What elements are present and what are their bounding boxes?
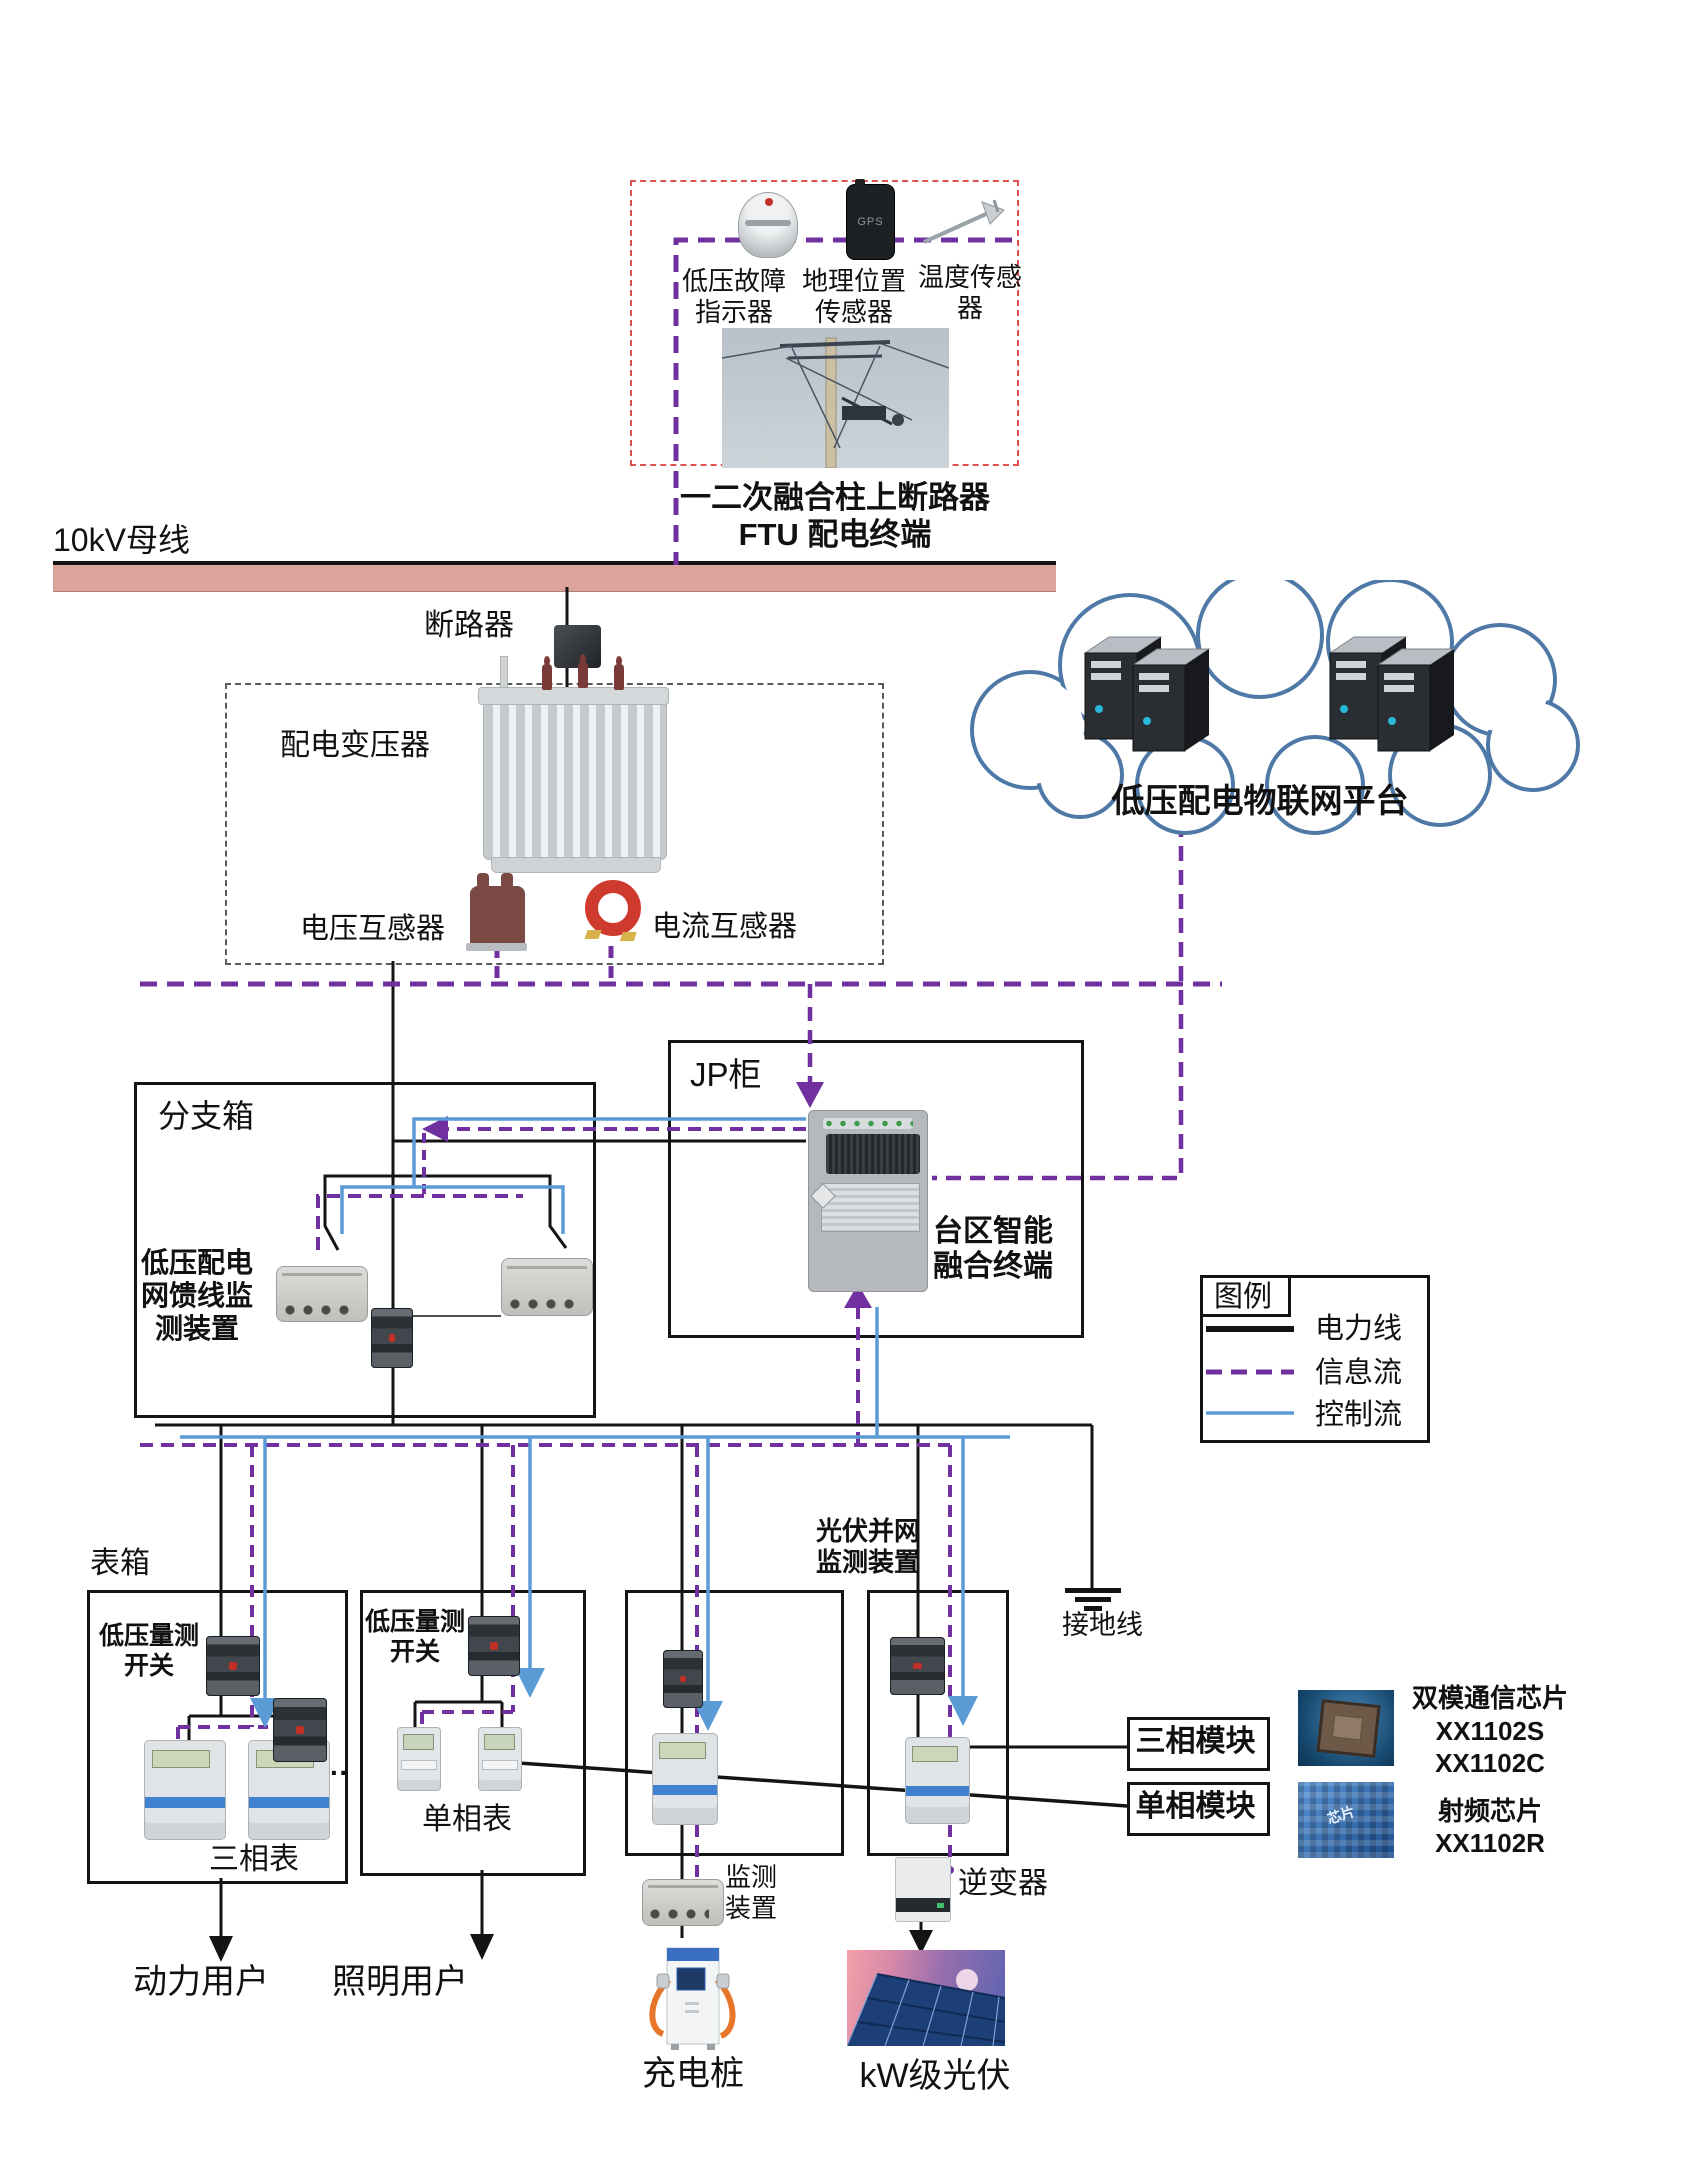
legend-control-label: 控制流 — [1315, 1399, 1403, 1431]
three-phase-meter-icon — [144, 1740, 226, 1840]
cloud-platform-label: 低压配电物联网平台 — [1111, 782, 1409, 819]
branch-breaker-icon — [371, 1308, 413, 1368]
temperature-sensor-icon — [923, 199, 1005, 244]
charger-monitor-icon — [642, 1879, 724, 1926]
inverter-label: 逆变器 — [958, 1867, 1048, 1900]
dual-mode-chip-icon — [1298, 1690, 1394, 1766]
legend-title-divider-v — [1288, 1275, 1291, 1317]
current-transformer-icon — [585, 880, 641, 936]
lv-switch-icon — [468, 1616, 520, 1676]
server-icon — [1328, 636, 1456, 752]
control-arrowheads — [250, 1668, 978, 1731]
lv-switch-icon — [663, 1650, 703, 1708]
inverter-icon — [895, 1857, 951, 1922]
transformer-bushing-icon — [578, 654, 588, 688]
module-single-phase-frame — [1127, 1782, 1270, 1836]
power-arrowheads — [209, 1930, 933, 1962]
ground-label: 接地线 — [1062, 1610, 1143, 1640]
fusion-terminal-label: 台区智能 融合终端 — [933, 1215, 1053, 1284]
bus-label: 10kV母线 — [53, 522, 190, 558]
gps-sensor-icon: GPS — [846, 179, 895, 260]
fault-indicator-icon — [738, 192, 798, 258]
transformer-bushing-icon — [542, 656, 552, 690]
control-lines — [180, 1117, 1294, 1705]
sensor-gps-label: 地理位置 传感器 — [801, 266, 906, 327]
legend-title: 图例 — [1214, 1281, 1273, 1313]
power-lines — [155, 587, 1128, 1950]
power-user-label: 动力用户 — [133, 1963, 269, 2001]
meter-box2-frame — [360, 1590, 586, 1876]
transformer-pipe-icon — [500, 656, 508, 688]
iot-cloud — [970, 580, 1580, 835]
module-three-phase-frame — [1127, 1717, 1270, 1771]
legend-frame — [1200, 1275, 1430, 1443]
terminal-led-strip — [823, 1118, 913, 1129]
feeder-monitor-label: 低压配电 网馈线监 测装置 — [140, 1247, 253, 1345]
info-arrowheads — [422, 1082, 954, 1874]
lv-switch-icon — [890, 1637, 945, 1695]
pv-label: kW级光伏 — [859, 2057, 1011, 2095]
meter-dots: ·· — [330, 1757, 349, 1788]
pt-label: 电压互感器 — [300, 913, 446, 945]
sensor-fault-label: 低压故障 指示器 — [681, 266, 786, 327]
legend-power-label: 电力线 — [1315, 1313, 1403, 1345]
pole-breaker-photo — [721, 328, 950, 469]
meter-box4-frame — [867, 1590, 1009, 1856]
single-phase-meter-icon — [397, 1727, 441, 1791]
dual-chip-model-c: XX1102C — [1435, 1748, 1545, 1778]
lv-switch-icon — [273, 1698, 327, 1762]
three-phase-meter-label: 三相表 — [209, 1843, 299, 1876]
jp-cabinet-label: JP柜 — [690, 1056, 762, 1093]
branch-box-frame — [134, 1082, 596, 1418]
ground-symbol-icon — [1064, 1588, 1122, 1614]
pv-monitor-label: 光伏并网 监测装置 — [815, 1516, 920, 1577]
meter-box-label: 表箱 — [90, 1547, 150, 1580]
lv-switch-label: 低压量测 开关 — [364, 1608, 465, 1666]
feeder-monitor-icon — [276, 1266, 368, 1322]
meter-box1-frame — [87, 1590, 348, 1884]
ftu-title: 一二次融合柱上断路器 FTU 配电终端 — [680, 480, 990, 552]
single-phase-meter-icon — [478, 1727, 522, 1791]
pv-photo — [846, 1950, 1006, 2047]
rf-chip-text: 芯片 — [1325, 1802, 1357, 1827]
three-phase-meter-icon — [905, 1737, 970, 1824]
server-icon — [1083, 636, 1211, 752]
module-single-phase-label: 单相模块 — [1135, 1790, 1256, 1823]
terminal-panel — [820, 1183, 920, 1232]
legend-title-divider-h — [1200, 1314, 1290, 1317]
charger-label: 充电桩 — [642, 2055, 744, 2093]
lv-switch-icon — [206, 1636, 260, 1696]
transformer-label: 配电变压器 — [280, 729, 430, 762]
rf-chip-model: XX1102R — [1435, 1828, 1545, 1858]
voltage-transformer-icon — [466, 873, 527, 951]
transformer-bushing-icon — [614, 656, 624, 690]
legend-info-label: 信息流 — [1315, 1357, 1403, 1389]
lv-switch-label: 低压量测 开关 — [98, 1622, 199, 1680]
bus-10kv-bar — [53, 561, 1056, 592]
single-phase-meter-label: 单相表 — [422, 1803, 512, 1836]
gps-sensor-text: GPS — [857, 216, 884, 228]
distribution-transformer-icon — [478, 687, 670, 873]
transformer-dashed-box — [225, 683, 884, 965]
dual-chip-title: 双模通信芯片 — [1411, 1683, 1568, 1713]
three-phase-meter-icon — [652, 1733, 718, 1825]
pole-breaker-icon — [543, 592, 605, 668]
meter-box3-frame — [625, 1590, 844, 1856]
dual-chip-model-s: XX1102S — [1435, 1716, 1545, 1746]
fusion-terminal-icon — [808, 1110, 928, 1292]
rf-chip-icon: 芯片 — [1298, 1782, 1394, 1858]
charging-pile-icon — [649, 1947, 736, 2050]
module-three-phase-label: 三相模块 — [1135, 1725, 1256, 1758]
feeder-monitor-icon — [501, 1258, 593, 1316]
terminal-vent — [825, 1134, 920, 1174]
rf-chip-title: 射频芯片 — [1437, 1796, 1542, 1826]
branch-box-label: 分支箱 — [158, 1098, 255, 1134]
ct-label: 电流互感器 — [652, 911, 798, 943]
sensor-temp-label: 温度传感 器 — [917, 262, 1022, 323]
breaker-label: 断路器 — [424, 609, 514, 642]
monitor-device-label: 监测 装置 — [724, 1862, 777, 1923]
light-user-label: 照明用户 — [332, 1963, 468, 2001]
